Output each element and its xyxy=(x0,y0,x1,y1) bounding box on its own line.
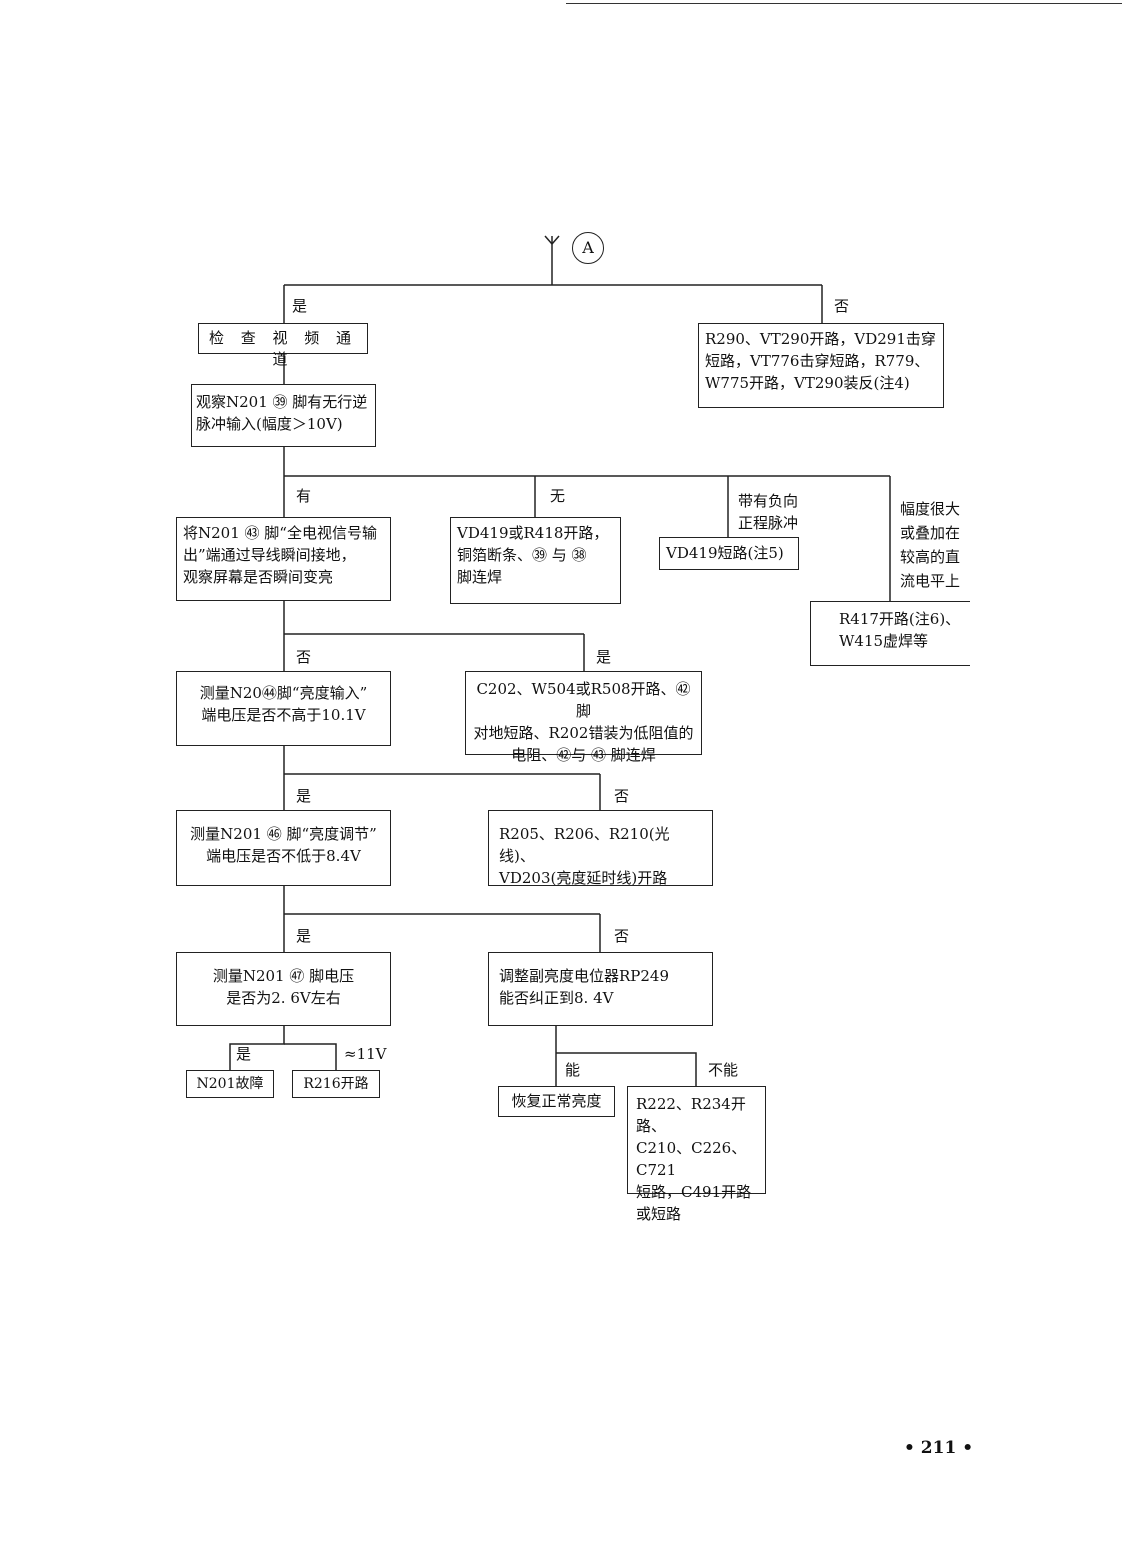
node-adjust-rp249: 调整副亮度电位器RP249 能否纠正到8. 4V xyxy=(488,952,713,1026)
node-vd419-short: VD419短路(注5) xyxy=(659,537,799,570)
to-n201-fault xyxy=(229,1026,285,1070)
node-measure-47: 测量N201 ㊼ 脚电压 是否为2. 6V左右 xyxy=(176,952,391,1026)
node-cause-no-a: R290、VT290开路，VD291击穿 短路，VT776击穿短路，R779、 … xyxy=(698,323,944,408)
label-no-4: 否 xyxy=(614,927,630,945)
label-none: 无 xyxy=(550,487,566,505)
node-measure-44: 测量N20㊹脚“亮度输入” 端电压是否不高于10.1V xyxy=(176,671,391,746)
node-c202-open: C202、W504或R508开路、㊷ 脚 对地短路、R202错装为低阻值的 电阻… xyxy=(465,671,702,764)
node-r216-open: R216开路 xyxy=(292,1070,380,1098)
label-cannot: 不能 xyxy=(708,1061,739,1079)
node-ground-43: 将N201 ㊸ 脚“全电视信号输 出”端通过导线瞬间接地， 观察屏幕是否瞬间变亮 xyxy=(176,517,391,601)
node-observe-39: 观察N201 ㊴ 脚有无行逆 脉冲输入(幅度＞10V) xyxy=(191,384,376,447)
label-can: 能 xyxy=(565,1061,581,1079)
label-yes-5: 是 xyxy=(236,1045,252,1063)
label-large-amp: 幅度很大 或叠加在 较高的直 流电平上 xyxy=(900,500,961,590)
label-neg-pulse: 带有负向 正程脉冲 xyxy=(738,492,799,532)
to-r222-open xyxy=(556,1052,697,1086)
node-measure-46: 测量N201 ㊻ 脚“亮度调节” 端电压是否不低于8.4V xyxy=(176,810,391,886)
label-have: 有 xyxy=(296,487,312,505)
node-vd419-open: VD419或R418开路， 铜箔断条、㊴ 与 ㊳ 脚连焊 xyxy=(450,517,621,604)
label-yes-3: 是 xyxy=(296,787,312,805)
node-r222-open: R222、R234开路、 C210、C226、C721 短路，C491开路 或短… xyxy=(627,1086,766,1223)
connector-a-arrow-left xyxy=(544,235,553,245)
label-no-2: 否 xyxy=(296,648,312,666)
label-yes-2: 是 xyxy=(596,648,612,666)
node-n201-fault: N201故障 xyxy=(186,1070,274,1098)
node-check-video: 检 查 视 频 通 道 xyxy=(198,323,368,368)
top-rule xyxy=(566,3,1122,4)
label-approx-11v: ≈11V xyxy=(344,1045,387,1063)
node-restore: 恢复正常亮度 xyxy=(498,1086,615,1117)
to-r216-open xyxy=(284,1043,337,1070)
page-number: • 211 • xyxy=(904,1438,974,1458)
label-yes-1: 是 xyxy=(292,297,308,315)
label-no-1: 否 xyxy=(834,297,850,315)
connector-a-arrow-right xyxy=(551,235,560,245)
node-r417-open: R417开路(注6)、 W415虚焊等 xyxy=(810,601,970,666)
label-no-3: 否 xyxy=(614,787,630,805)
connector-a: A xyxy=(572,232,604,264)
node-r205-open: R205、R206、R210(光线)、 VD203(亮度延时线)开路 xyxy=(488,810,713,887)
label-yes-4: 是 xyxy=(296,927,312,945)
